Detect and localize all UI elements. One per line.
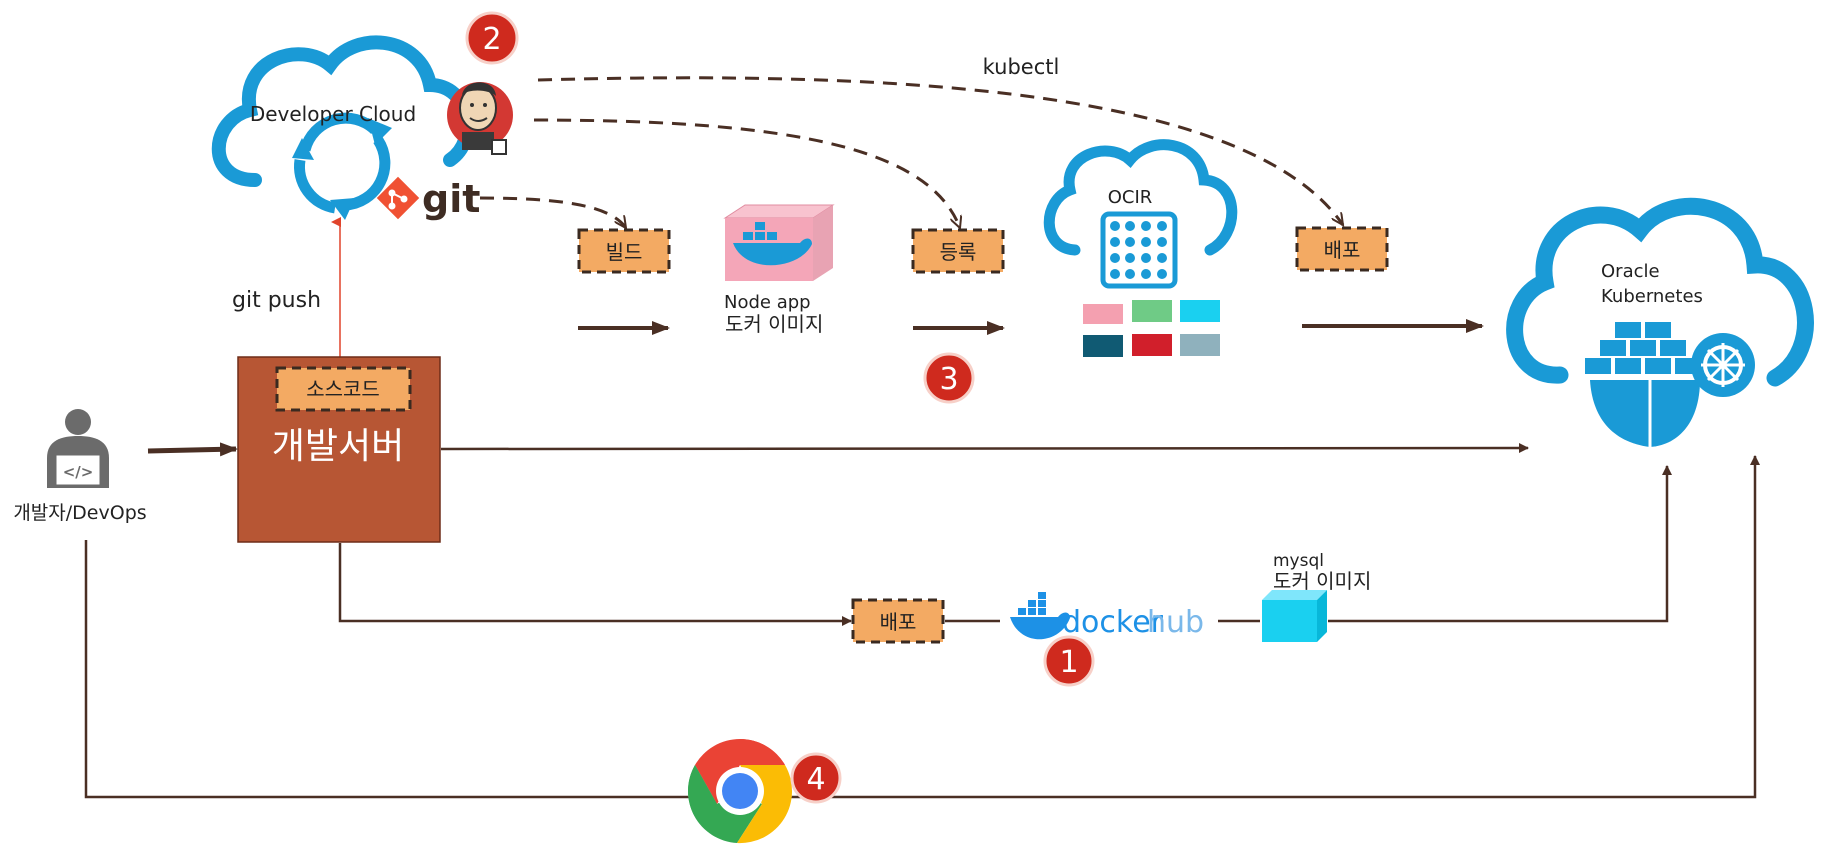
oracle-kubernetes-cloud-icon — [1506, 198, 1814, 447]
developer-to-oke-browser-arrow — [84, 455, 1760, 799]
svg-text:</>: </> — [63, 463, 94, 481]
git-to-build-arrow — [479, 196, 626, 228]
deploy-label-box-bottom: 배포 — [851, 598, 945, 644]
server-to-oke-arrow — [440, 443, 1529, 454]
step-badge-3: 3 — [923, 352, 975, 404]
deploy-label-box-top: 배포 — [1295, 226, 1389, 272]
node-app-label: Node app — [724, 292, 811, 313]
mysql-to-oke-arrow — [1328, 465, 1672, 623]
step-badge-4: 4 — [790, 752, 842, 804]
ocir-image-blocks-icon — [1083, 300, 1220, 357]
svg-text:3: 3 — [939, 362, 958, 397]
jenkins-to-register-arrow — [533, 118, 960, 228]
jenkins-to-deploy-arrow — [537, 76, 1343, 225]
mysql-docker-image-label: 도커 이미지 — [1273, 569, 1371, 593]
git-label: git — [422, 177, 480, 221]
mysql-docker-image-icon — [1262, 590, 1327, 642]
oracle-label: Oracle — [1601, 261, 1660, 282]
developer-icon: </> — [47, 409, 109, 488]
git-push-label: git push — [232, 288, 321, 313]
kubectl-label: kubectl — [983, 55, 1060, 79]
server-to-deploy-arrow — [338, 543, 852, 626]
svg-text:배포: 배포 — [1324, 238, 1361, 262]
register-label-box: 등록 — [911, 228, 1005, 274]
chrome-browser-icon — [687, 739, 793, 844]
developer-cloud-label: Developer Cloud — [250, 102, 416, 126]
svg-text:2: 2 — [482, 22, 501, 57]
node-docker-image-label: 도커 이미지 — [725, 312, 823, 336]
developer-label: 개발자/DevOps — [13, 502, 146, 524]
ocir-label: OCIR — [1108, 187, 1153, 208]
step-badge-2: 2 — [465, 11, 519, 65]
svg-text:1: 1 — [1059, 645, 1078, 680]
svg-text:4: 4 — [806, 762, 825, 797]
dockerhub-word-docker: docker — [1062, 605, 1164, 640]
ocir-cloud-icon — [1043, 139, 1238, 289]
dev-server-label: 개발서버 — [272, 426, 404, 467]
svg-text:등록: 등록 — [940, 240, 977, 264]
step-badge-1: 1 — [1043, 635, 1095, 687]
svg-text:빌드: 빌드 — [606, 240, 643, 264]
sync-icon — [292, 112, 392, 220]
git-icon — [376, 176, 420, 220]
svg-text:소스코드: 소스코드 — [306, 377, 380, 401]
source-code-label-box: 소스코드 — [275, 366, 412, 412]
dockerhub-word-hub: hub — [1147, 605, 1204, 640]
jenkins-icon — [447, 82, 513, 155]
developer-to-server-arrow — [147, 442, 238, 457]
node-docker-image-icon — [723, 204, 835, 281]
svg-text:배포: 배포 — [880, 610, 917, 634]
dockerhub-icon — [1010, 592, 1070, 640]
build-label-box: 빌드 — [577, 228, 671, 274]
kubernetes-label: Kubernetes — [1601, 286, 1703, 307]
mysql-label: mysql — [1273, 551, 1324, 571]
